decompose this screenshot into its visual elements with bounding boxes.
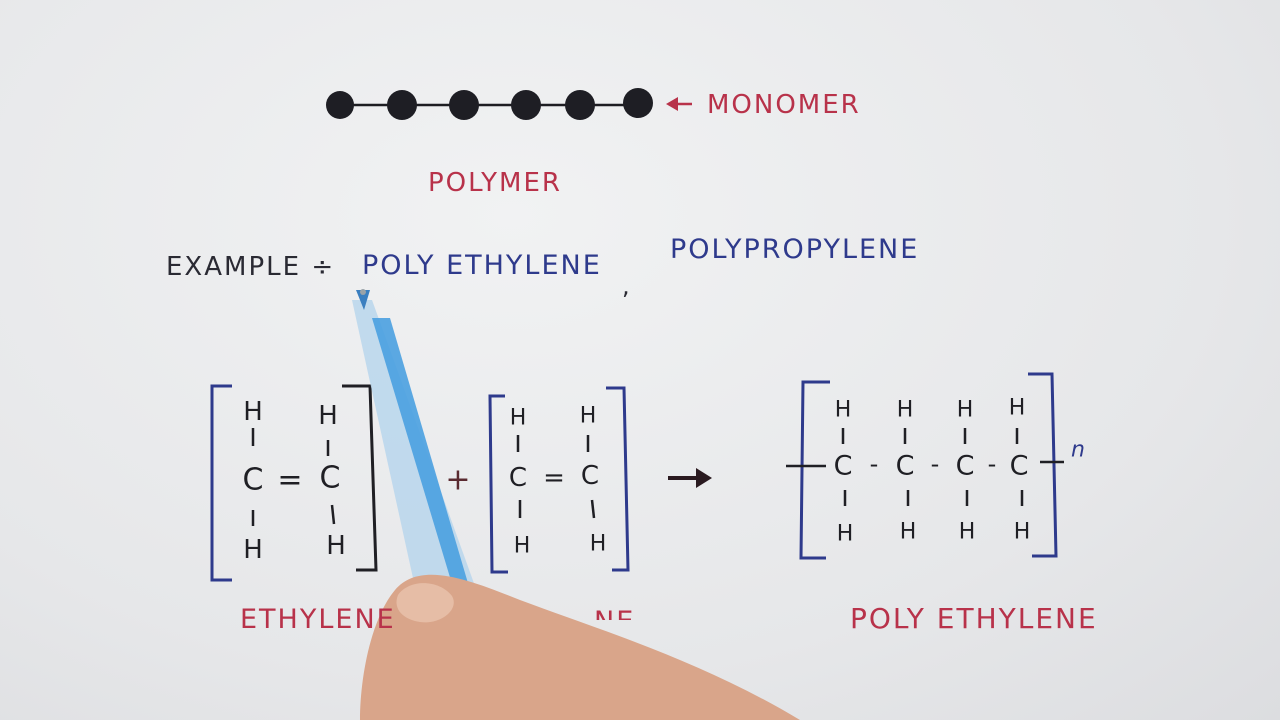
single-bond: - [987,450,997,478]
double-bond: = [543,463,565,493]
atom-c: C [319,460,341,496]
atom-h: H [589,531,607,557]
chain-bead [387,90,417,120]
atom-c: C [895,450,915,482]
atom-h: H [579,403,597,429]
atom-h: H [1013,519,1031,545]
atom-h: H [1008,395,1026,421]
polypropylene-example: POLYPROPYLENE [670,234,920,265]
chain-bead [326,91,354,119]
monomer-label: MONOMER [707,90,861,120]
atom-c: C [580,461,600,491]
atom-c: C [955,450,975,482]
plus-sign: + [445,462,471,498]
atom-h: H [243,397,263,427]
monomer-arrow-head [666,97,678,111]
atom-h: H [243,535,263,565]
atom-h: H [836,521,854,547]
atom-c: C [833,450,853,482]
atom-c: C [242,462,264,498]
polyethylene-example: POLY ETHYLENE [362,250,602,281]
atom-h: H [318,401,338,431]
chain-bead [623,88,653,118]
atom-h: H [834,397,852,423]
chain-bead [565,90,595,120]
atom-h: H [513,533,531,559]
reaction-arrow-head [696,468,712,488]
hand [360,574,800,720]
bracket-left-close [342,384,378,572]
ethylene-label-right-partial: NE [594,606,636,637]
single-bond: - [869,450,879,478]
pen [352,289,480,610]
comma: , [622,272,632,300]
subscript-n: n [1071,437,1085,463]
bracket-mid-open [488,394,508,574]
bracket-right-close [1028,372,1058,558]
atom-h: H [896,397,914,423]
atom-h: H [899,519,917,545]
atom-h: H [326,531,346,561]
chain-bead [449,90,479,120]
single-bond: - [930,450,940,478]
bracket-mid-close [606,386,630,572]
bracket-left-open [210,384,232,582]
atom-c: C [1009,450,1029,482]
chain-bead [511,90,541,120]
example-label: EXAMPLE ÷ [166,252,336,282]
ethylene-label-left: ETHYLENE [240,604,396,635]
atom-c: C [508,463,528,493]
atom-h: H [956,397,974,423]
bracket-right-open [799,380,830,560]
atom-h: H [509,405,527,431]
double-bond: = [277,462,303,498]
polyethylene-label: POLY ETHYLENE [850,602,1098,635]
polymer-label: POLYMER [428,168,562,198]
atom-h: H [958,519,976,545]
